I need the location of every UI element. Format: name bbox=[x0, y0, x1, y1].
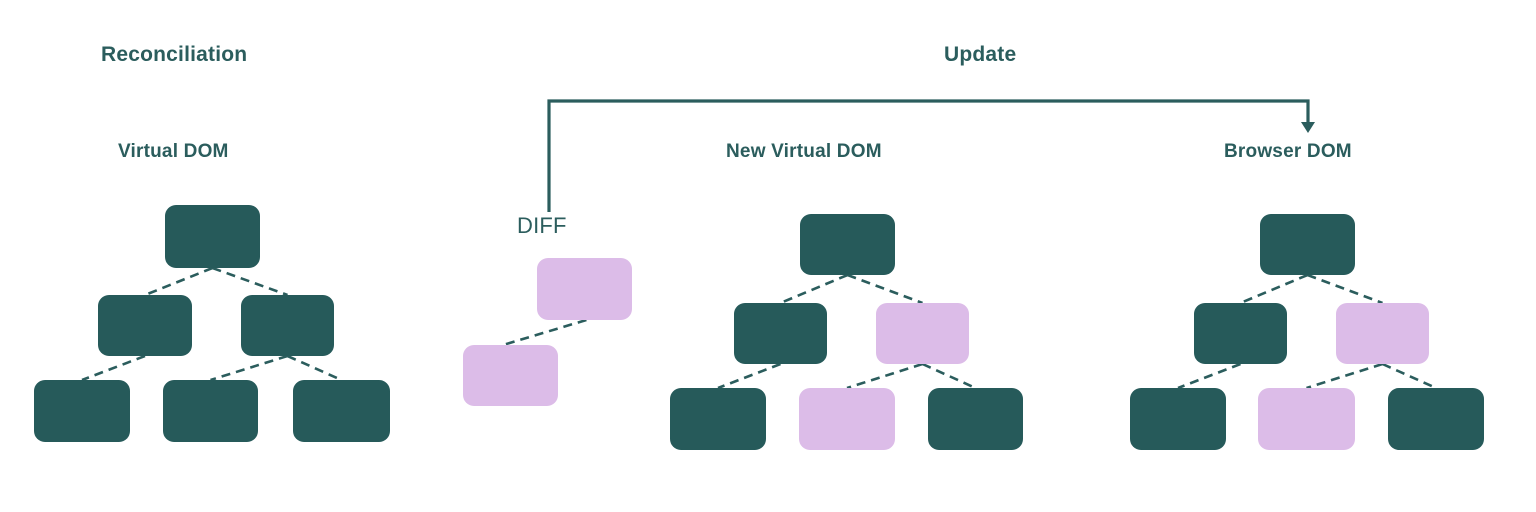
node-diff-pair-diff-top bbox=[537, 258, 632, 320]
node-new-virtual-dom-tree-mid-r bbox=[876, 303, 969, 364]
tree-edge bbox=[1239, 273, 1309, 305]
node-browser-dom-tree-mid-l bbox=[1194, 303, 1287, 364]
tree-edge bbox=[286, 354, 343, 382]
node-browser-dom-tree-root bbox=[1260, 214, 1355, 275]
tree-title-virtual-dom: Virtual DOM bbox=[118, 141, 229, 162]
section-title-reconciliation: Reconciliation bbox=[101, 43, 248, 66]
tree-edge bbox=[144, 266, 213, 297]
tree-edge bbox=[1381, 362, 1437, 390]
node-new-virtual-dom-tree-root bbox=[800, 214, 895, 275]
node-virtual-dom-tree-leaf-2 bbox=[163, 380, 258, 442]
tree-edge bbox=[1307, 273, 1383, 305]
tree-edge bbox=[717, 362, 781, 390]
node-diff-pair-diff-bottom bbox=[463, 345, 558, 406]
tree-edge bbox=[921, 362, 977, 390]
update-arrow-line bbox=[547, 99, 1310, 212]
tree-edge bbox=[210, 354, 288, 382]
tree-title-browser-dom: Browser DOM bbox=[1224, 141, 1352, 162]
tree-title-new-virtual-dom: New Virtual DOM bbox=[726, 141, 882, 162]
update-arrow-head bbox=[1301, 122, 1315, 133]
node-virtual-dom-tree-mid-l bbox=[98, 295, 192, 356]
tree-edge bbox=[1306, 362, 1383, 390]
node-new-virtual-dom-tree-leaf-1 bbox=[670, 388, 766, 450]
section-title-update: Update bbox=[944, 43, 1017, 66]
node-virtual-dom-tree-mid-r bbox=[241, 295, 334, 356]
tree-edge bbox=[502, 318, 587, 347]
tree-edge bbox=[847, 273, 923, 305]
node-browser-dom-tree-mid-r bbox=[1336, 303, 1429, 364]
node-new-virtual-dom-tree-leaf-2 bbox=[799, 388, 895, 450]
node-new-virtual-dom-tree-mid-l bbox=[734, 303, 827, 364]
tree-edge bbox=[1177, 362, 1241, 390]
tree-edge bbox=[212, 266, 288, 297]
node-browser-dom-tree-leaf-3 bbox=[1388, 388, 1484, 450]
tree-edge bbox=[779, 273, 849, 305]
node-browser-dom-tree-leaf-2 bbox=[1258, 388, 1355, 450]
node-virtual-dom-tree-root bbox=[165, 205, 260, 268]
node-browser-dom-tree-leaf-1 bbox=[1130, 388, 1226, 450]
node-virtual-dom-tree-leaf-3 bbox=[293, 380, 390, 442]
node-virtual-dom-tree-leaf-1 bbox=[34, 380, 130, 442]
tree-edge bbox=[846, 362, 923, 390]
diff-label: DIFF bbox=[517, 213, 567, 238]
node-new-virtual-dom-tree-leaf-3 bbox=[928, 388, 1023, 450]
tree-edge bbox=[81, 354, 146, 382]
